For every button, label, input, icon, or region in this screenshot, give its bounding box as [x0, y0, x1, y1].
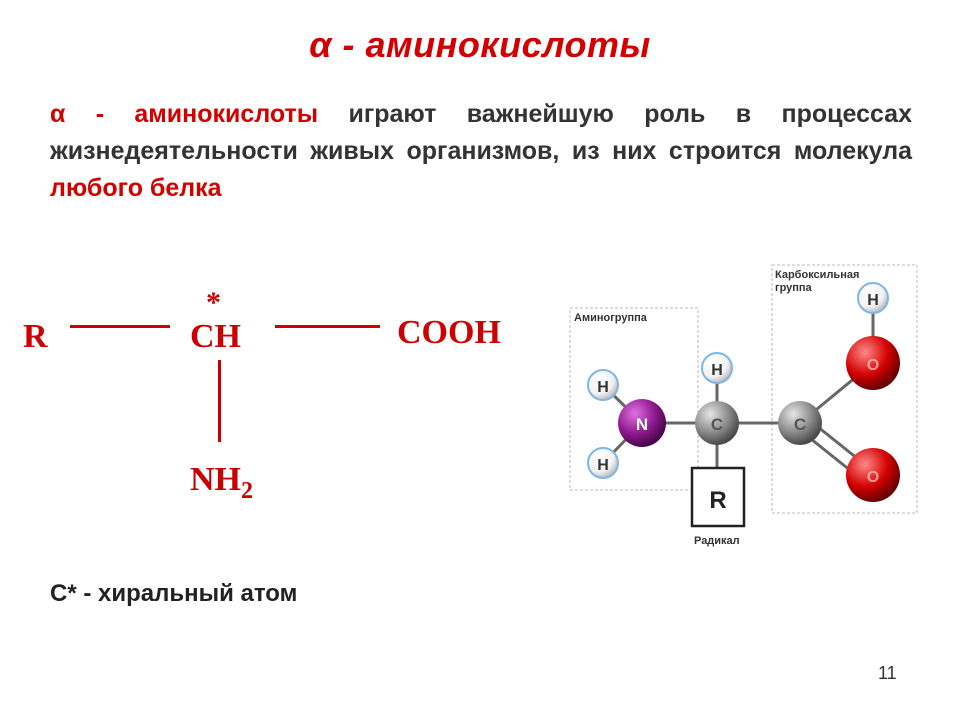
- radical-r: R: [709, 487, 726, 514]
- svg-text:C: C: [794, 415, 806, 434]
- formula-r: R: [23, 318, 48, 355]
- model-bonds: [601, 298, 879, 485]
- svg-text:H: H: [597, 457, 609, 474]
- intro-paragraph: α - аминокислоты играют важнейшую роль в…: [50, 96, 912, 207]
- carboxyl-group-label-line1: Карбоксильная: [775, 269, 859, 281]
- amino-acid-ball-model: Аминогруппа Карбоксильная группа R Радик…: [569, 264, 918, 547]
- paragraph-text: играют важнейшую роль в процессах жизнед…: [50, 100, 912, 165]
- formula-nh-subscript: 2: [241, 478, 253, 504]
- carboxyl-group-frame: [771, 264, 918, 514]
- radical-label: Радикал: [694, 535, 740, 547]
- page-number: 11: [878, 663, 897, 683]
- formula-chiral-star: *: [206, 286, 221, 319]
- atom-h-upper-left: H: [587, 369, 619, 401]
- svg-text:N: N: [636, 415, 648, 434]
- atom-n: N: [618, 399, 666, 447]
- bond-ch-cooh: [275, 325, 380, 328]
- svg-text:O: O: [867, 469, 879, 486]
- paragraph-highlight: любого белка: [50, 174, 222, 202]
- bond-ch-nh2: [218, 360, 221, 442]
- atom-h-alpha: H: [701, 352, 733, 384]
- svg-text:C: C: [711, 415, 723, 434]
- amino-group-label: Аминогруппа: [574, 312, 648, 324]
- atom-c-carboxyl: C: [778, 401, 822, 445]
- formula-nh: NH: [190, 461, 241, 498]
- svg-text:O: O: [867, 357, 879, 374]
- formula-ch: CH: [190, 318, 241, 355]
- svg-text:H: H: [711, 362, 723, 379]
- svg-text:H: H: [867, 292, 879, 309]
- chiral-atom-note: С* - хиральный атом: [50, 580, 298, 607]
- atom-h-hydroxyl: H: [857, 282, 889, 314]
- atom-h-lower-left: H: [587, 447, 619, 479]
- radical-box: [690, 466, 746, 528]
- paragraph-lead: α - аминокислоты: [50, 100, 319, 128]
- atom-o-carbonyl: O: [846, 448, 900, 502]
- formula-cooh: COOH: [397, 314, 501, 351]
- carboxyl-group-label-line2: группа: [775, 282, 813, 294]
- svg-text:H: H: [597, 379, 609, 396]
- atom-o-hydroxyl: O: [846, 336, 900, 390]
- formula-nh2: NH2: [190, 461, 253, 504]
- bond-r-ch: [70, 325, 170, 328]
- slide-title: α - аминокислоты: [309, 24, 651, 65]
- atom-c-alpha: C: [695, 401, 739, 445]
